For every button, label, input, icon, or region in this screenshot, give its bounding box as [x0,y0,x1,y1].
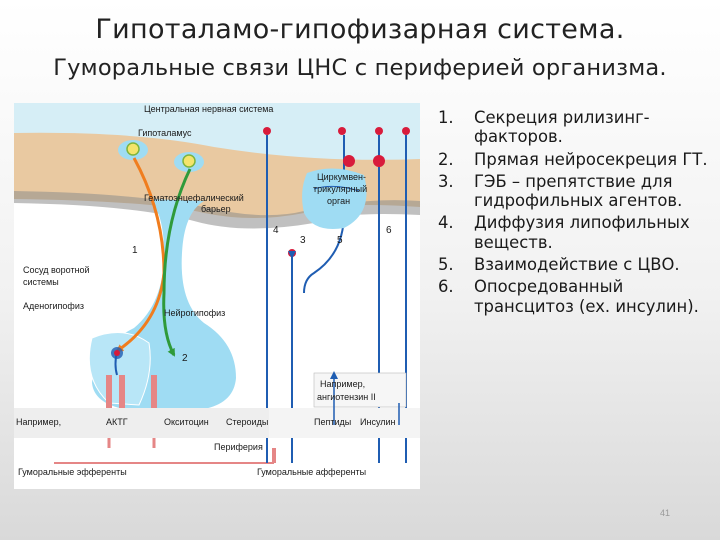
label-n6: 6 [386,225,392,236]
point-item: 4.Диффузия липофильных веществ. [430,213,712,252]
point-item: 2.Прямая нейросекреция ГТ. [430,150,712,169]
page-number: 41 [660,508,670,518]
point-item: 1.Секреция рилизинг-факторов. [430,108,712,147]
label-n2: 2 [182,353,188,364]
label-steroids: Стероиды [226,417,268,427]
label-bbb-1: Гематоэнцефалический [144,193,244,203]
label-cns: Центральная нервная система [144,104,273,114]
label-neuro: Нейрогипофиз [164,308,225,318]
slide-subtitle: Гуморальные связи ЦНС с периферией орган… [0,55,720,81]
label-portal-2: системы [23,277,59,287]
label-n4: 4 [273,225,279,236]
label-hypothalamus: Гипоталамус [138,128,192,138]
label-efferent: Гуморальные эфференты [18,467,127,477]
label-n1: 1 [132,245,138,256]
hypothalamic-pituitary-diagram: Центральная нервная система Гипоталамус … [14,103,420,489]
point-item: 3.ГЭБ – препятствие для гидрофильных аге… [430,172,712,211]
point-item: 5.Взаимодействие с ЦВО. [430,255,712,274]
label-peptides: Пептиды [314,417,351,427]
cns-dot [263,127,271,135]
label-afferent: Гуморальные афференты [257,467,366,477]
label-bbb-2: барьер [201,204,231,214]
label-actg: АКТГ [106,417,128,427]
numbered-points-list: 1.Секреция рилизинг-факторов. 2.Прямая н… [430,108,712,319]
label-example-left: Например, [16,417,61,427]
point-item: 6.Опосредованный трансцитоз (ex. инсулин… [430,277,712,316]
slide-title: Гипоталамо-гипофизарная система. [0,14,720,45]
label-periphery: Периферия [214,442,263,452]
label-example-angio-1: Например, [320,379,365,389]
label-oxytocin: Окситоцин [164,417,209,427]
label-cvo-1: Циркумвен- [317,172,366,182]
label-adeno: Аденогипофиз [23,301,84,311]
label-cvo-2: трикулярный [313,184,367,194]
label-portal-1: Сосуд воротной [23,265,90,275]
label-cvo-3: орган [327,196,350,206]
label-n3: 3 [300,235,306,246]
label-example-angio-2: ангиотензин II [317,392,376,402]
label-insulin: Инсулин [360,417,396,427]
label-n5: 5 [337,235,343,246]
